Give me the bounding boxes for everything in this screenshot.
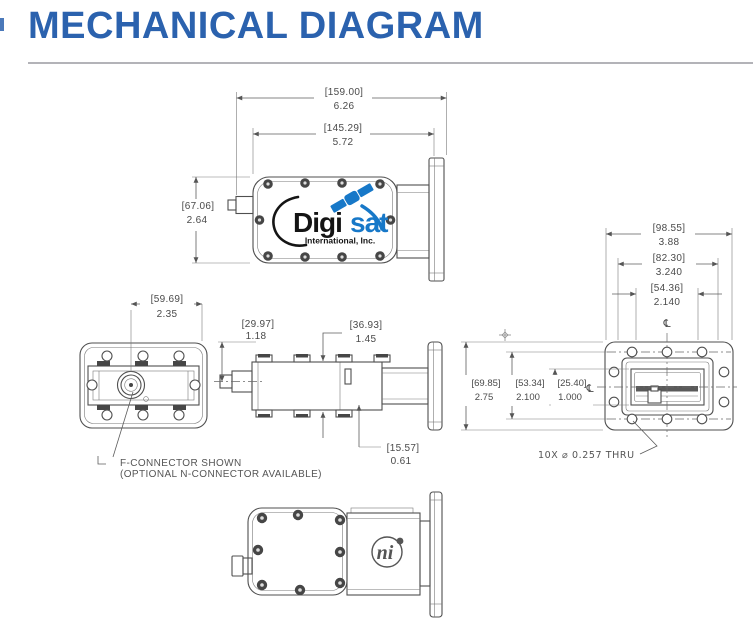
page-header: MECHANICAL DIAGRAM [28, 5, 484, 48]
front-view: [59.69] 2.35 F-CONNECTOR SHOWN (OPTIONAL… [79, 294, 322, 480]
dim-rear-opening-h: [25.40] 1.000 [549, 368, 629, 406]
dim-label: 1.18 [246, 331, 267, 342]
dim-label: [67.06] [182, 201, 215, 212]
dim-label: [15.57] [387, 443, 420, 454]
dim-front-connector-offset: [59.69] 2.35 [130, 294, 203, 341]
dim-label: 3.88 [659, 237, 680, 248]
page-title: MECHANICAL DIAGRAM [28, 5, 484, 47]
connector-note-line2: (OPTIONAL N-CONNECTOR AVAILABLE) [120, 469, 322, 480]
connector-note-line1: F-CONNECTOR SHOWN [120, 458, 242, 469]
top-view: [159.00] 6.26 [145.29] 5.72 [67.06] 2.64 [176, 85, 447, 282]
ni-logo-text: ni [377, 542, 394, 564]
dim-label: 2.75 [475, 392, 494, 403]
hole-note: 10X ⌀ 0.257 THRU [538, 450, 635, 461]
dim-rear-hole-span-w: [82.30] 3.240 [617, 251, 719, 340]
dim-label: [159.00] [325, 87, 364, 98]
dim-label: [54.36] [651, 283, 684, 294]
centerline-symbol-top: ℄ [662, 317, 670, 330]
dim-rear-flange-height: [69.85] 2.75 [461, 341, 603, 431]
digisat-logo: Digi sat International, Inc. [272, 183, 389, 247]
dim-label: 2.35 [157, 309, 178, 320]
dim-label: [69.85] [471, 378, 500, 389]
dim-rear-hole-pitch-w: [54.36] 2.140 [612, 283, 722, 340]
dim-rear-hole-span-h: [53.34] 2.100 [506, 351, 608, 420]
top-view-screws [254, 178, 396, 262]
dim-label: [82.30] [653, 253, 686, 264]
dim-top-width-body: [145.29] 5.72 [252, 121, 435, 174]
dim-label: [59.69] [151, 294, 184, 305]
front-view-holes [86, 350, 201, 421]
dim-label: 1.45 [356, 334, 377, 345]
rear-view-holes [608, 346, 730, 425]
bottom-view-screws [252, 509, 346, 596]
dim-label: 2.100 [516, 392, 540, 403]
logo-swoosh-icon [272, 195, 308, 247]
dim-label: 2.64 [187, 215, 208, 226]
dim-label: 1.000 [558, 392, 582, 403]
dim-label: [98.55] [653, 223, 686, 234]
dim-rear-flange-width: [98.55] 3.88 [605, 221, 733, 340]
dim-label: 2.140 [654, 297, 681, 308]
rear-view: [98.55] 3.88 [82.30] 3.240 [54.36] 2.140… [461, 221, 737, 461]
dim-label: [53.34] [515, 378, 544, 389]
centerline-symbol-left: ℄ [585, 382, 593, 395]
dim-top-width-outer: [159.00] 6.26 [236, 85, 447, 195]
f-connector [116, 370, 149, 402]
dim-top-height-body: [67.06] 2.64 [176, 176, 250, 264]
dim-label: 0.61 [391, 456, 412, 467]
satellite-icon [330, 183, 384, 231]
dim-label: [36.93] [350, 320, 383, 331]
side-view: [29.97] 1.18 [36.93] 1.45 [15.57] 0.61 [214, 319, 443, 467]
dim-side-base-offset: [15.57] 0.61 [356, 405, 420, 467]
bottom-view: ni [231, 491, 443, 618]
dim-side-height-to-center: [29.97] 1.18 [218, 319, 274, 382]
scan-artifact [0, 18, 4, 31]
dim-label: [25.40] [557, 378, 586, 389]
dim-label: 3.240 [656, 267, 683, 278]
hole-callout: 10X ⌀ 0.257 THRU [538, 420, 658, 461]
logo-subtitle: International, Inc. [305, 236, 375, 246]
dim-label: 5.72 [333, 137, 354, 148]
title-underline [28, 62, 753, 64]
dim-label: 6.26 [334, 101, 355, 112]
dim-label: [29.97] [242, 319, 275, 330]
dim-side-body-height: [36.93] 1.45 [320, 320, 383, 438]
dim-label: [145.29] [324, 123, 363, 134]
datum-cross-icon [499, 329, 511, 341]
ni-logo-mark: ni [371, 536, 404, 568]
